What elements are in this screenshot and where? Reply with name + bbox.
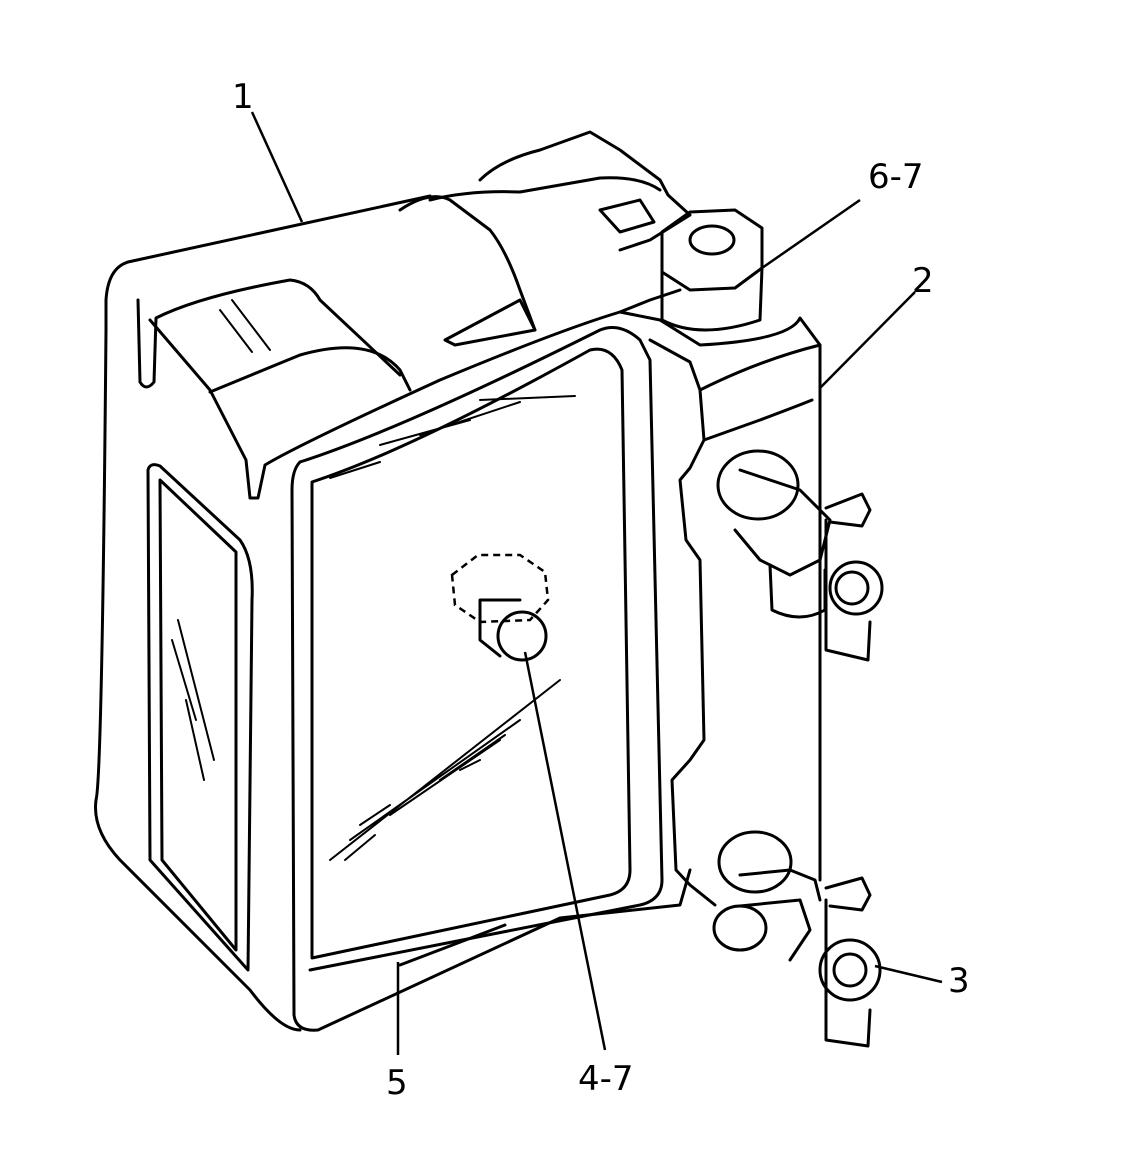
callout-6-7: 6-7 xyxy=(868,157,924,197)
can-rim xyxy=(618,310,822,907)
leader-6-7 xyxy=(761,198,861,270)
can-front-face xyxy=(290,326,692,1032)
callout-1: 1 xyxy=(232,77,254,117)
leader-4-7 xyxy=(523,651,607,1051)
can-handle xyxy=(148,130,692,500)
callout-5: 5 xyxy=(386,1063,408,1103)
upper-valve xyxy=(716,449,884,662)
callout-4-7: 4-7 xyxy=(578,1059,634,1099)
drain-plug xyxy=(450,553,550,662)
leader-1 xyxy=(250,111,304,223)
leader-3 xyxy=(874,964,943,984)
leader-lines xyxy=(250,111,943,1055)
callout-2: 2 xyxy=(912,261,934,301)
lower-valve xyxy=(712,830,882,1048)
filler-nut xyxy=(660,208,764,332)
callout-3: 3 xyxy=(948,961,970,1001)
leader-2 xyxy=(819,291,916,389)
can-side-panel xyxy=(94,194,432,1032)
